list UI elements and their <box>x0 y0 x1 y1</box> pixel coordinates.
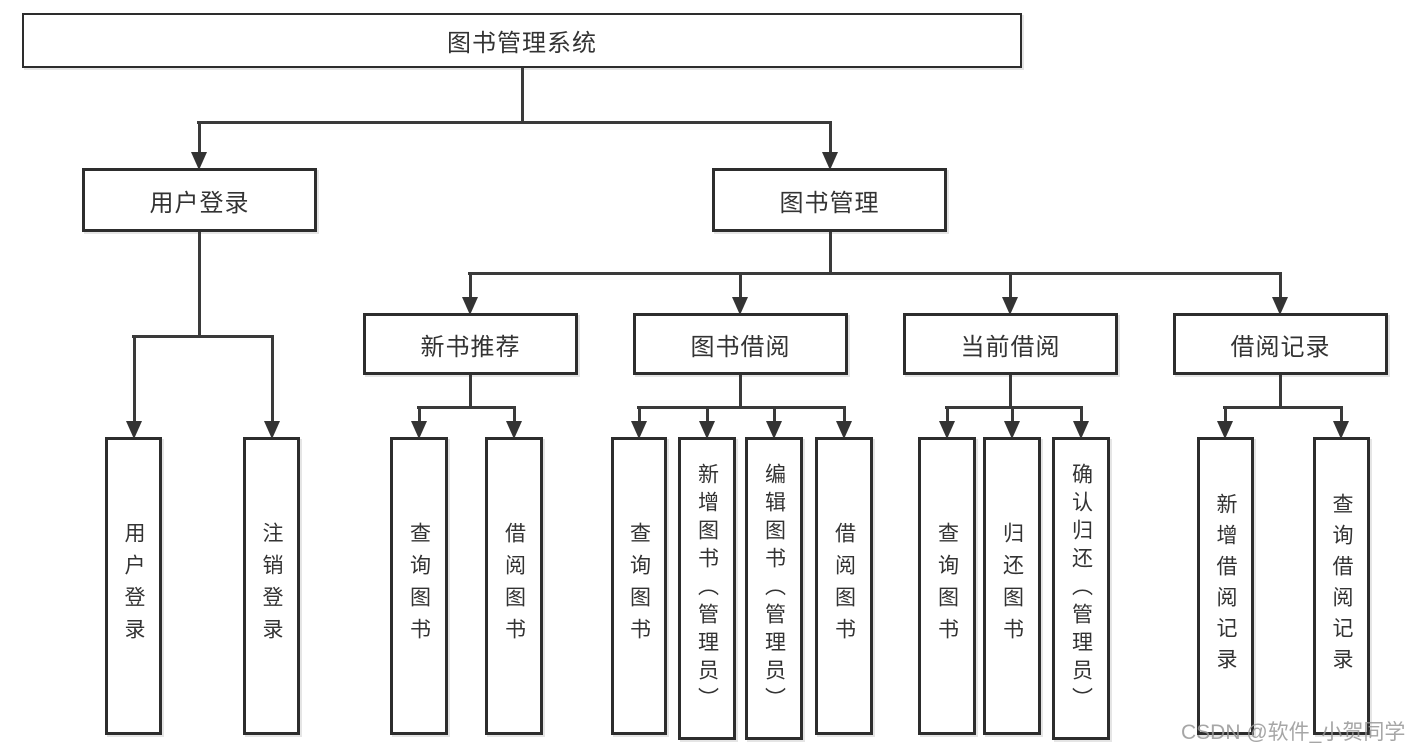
leaf-recommend-query-book-label: 查询图书 <box>407 522 431 650</box>
node-user-login-label: 用户登录 <box>149 189 250 217</box>
arrow-down-icon <box>939 421 955 439</box>
leaf-current-query-book-label: 查询图书 <box>935 522 959 650</box>
connector-line <box>132 335 274 338</box>
arrow-down-icon <box>411 421 427 439</box>
node-borrow-record-label: 借阅记录 <box>1230 333 1331 361</box>
node-book-management: 图书管理 <box>712 168 947 232</box>
node-book-borrow: 图书借阅 <box>633 313 848 375</box>
leaf-borrow-edit-book-label: 编辑图书（管理员） <box>762 462 786 715</box>
connector-line <box>1223 407 1227 429</box>
leaf-borrow-add-book: 新增图书（管理员） <box>678 437 736 740</box>
connector-line <box>1278 273 1282 305</box>
connector-line <box>197 232 201 337</box>
connector-line <box>1008 273 1012 305</box>
leaf-borrow-query-book: 查询图书 <box>611 437 667 735</box>
leaf-record-add: 新增借阅记录 <box>1197 437 1254 735</box>
connector-line <box>1223 406 1343 409</box>
leaf-current-query-book: 查询图书 <box>918 437 976 735</box>
connector-line <box>468 375 472 408</box>
node-book-management-label: 图书管理 <box>779 189 880 217</box>
connector-line <box>417 407 421 429</box>
watermark: CSDN @软件_小贺同学 <box>1181 721 1405 744</box>
arrow-down-icon <box>822 152 838 170</box>
leaf-logout: 注销登录 <box>243 437 300 735</box>
arrow-down-icon <box>1002 297 1018 315</box>
leaf-logout-label: 注销登录 <box>260 522 283 650</box>
connector-line <box>468 273 472 305</box>
connector-line <box>197 121 832 124</box>
connector-line <box>738 273 742 305</box>
arrow-down-icon <box>1004 421 1020 439</box>
leaf-user-login-label: 用户登录 <box>122 522 145 650</box>
connector-line <box>417 406 516 409</box>
leaf-recommend-borrow-book-label: 借阅图书 <box>502 522 526 650</box>
node-new-book-recommend-label: 新书推荐 <box>420 333 521 361</box>
leaf-borrow-edit-book: 编辑图书（管理员） <box>745 437 803 740</box>
connector-line <box>1079 407 1083 429</box>
connector-line <box>1339 407 1343 429</box>
connector-line <box>197 122 201 160</box>
leaf-current-return-book: 归还图书 <box>983 437 1041 735</box>
connector-line <box>637 407 641 429</box>
node-user-login: 用户登录 <box>82 168 317 232</box>
connector-line <box>520 68 524 123</box>
connector-line <box>738 375 742 408</box>
node-current-borrow: 当前借阅 <box>903 313 1118 375</box>
arrow-down-icon <box>766 421 782 439</box>
arrow-down-icon <box>732 297 748 315</box>
leaf-borrow-borrow-book-label: 借阅图书 <box>832 522 856 650</box>
arrow-down-icon <box>462 297 478 315</box>
leaf-current-confirm-return: 确认归还（管理员） <box>1052 437 1110 740</box>
leaf-record-query-label: 查询借阅记录 <box>1330 493 1353 679</box>
leaf-borrow-borrow-book: 借阅图书 <box>815 437 873 735</box>
node-borrow-record: 借阅记录 <box>1173 313 1388 375</box>
connector-line <box>512 407 516 429</box>
node-root: 图书管理系统 <box>22 13 1022 68</box>
arrow-down-icon <box>836 421 852 439</box>
connector-line <box>132 336 136 429</box>
connector-line <box>637 406 846 409</box>
arrow-down-icon <box>1217 421 1233 439</box>
leaf-current-return-book-label: 归还图书 <box>1000 522 1024 650</box>
connector-line <box>468 272 1282 275</box>
arrow-down-icon <box>126 421 142 439</box>
node-current-borrow-label: 当前借阅 <box>960 333 1061 361</box>
leaf-record-add-label: 新增借阅记录 <box>1214 493 1237 679</box>
connector-line <box>842 407 846 429</box>
leaf-borrow-query-book-label: 查询图书 <box>627 522 651 650</box>
arrow-down-icon <box>1272 297 1288 315</box>
leaf-current-confirm-return-label: 确认归还（管理员） <box>1069 462 1093 715</box>
leaf-recommend-borrow-book: 借阅图书 <box>485 437 543 735</box>
arrow-down-icon <box>191 152 207 170</box>
arrow-down-icon <box>506 421 522 439</box>
node-book-borrow-label: 图书借阅 <box>690 333 791 361</box>
arrow-down-icon <box>631 421 647 439</box>
connector-line <box>270 336 274 429</box>
leaf-user-login: 用户登录 <box>105 437 162 735</box>
connector-line <box>772 407 776 429</box>
arrow-down-icon <box>1333 421 1349 439</box>
leaf-borrow-add-book-label: 新增图书（管理员） <box>695 462 719 715</box>
connector-line <box>1278 375 1282 408</box>
connector-line <box>945 407 949 429</box>
connector-line <box>828 122 832 160</box>
connector-line <box>1010 407 1014 429</box>
node-new-book-recommend: 新书推荐 <box>363 313 578 375</box>
arrow-down-icon <box>264 421 280 439</box>
node-root-label: 图书管理系统 <box>447 30 597 57</box>
arrow-down-icon <box>699 421 715 439</box>
connector-line <box>1008 375 1012 408</box>
connector-line <box>705 407 709 429</box>
leaf-record-query: 查询借阅记录 <box>1313 437 1370 735</box>
arrow-down-icon <box>1073 421 1089 439</box>
connector-line <box>828 232 832 274</box>
connector-line <box>945 406 1083 409</box>
leaf-recommend-query-book: 查询图书 <box>390 437 448 735</box>
